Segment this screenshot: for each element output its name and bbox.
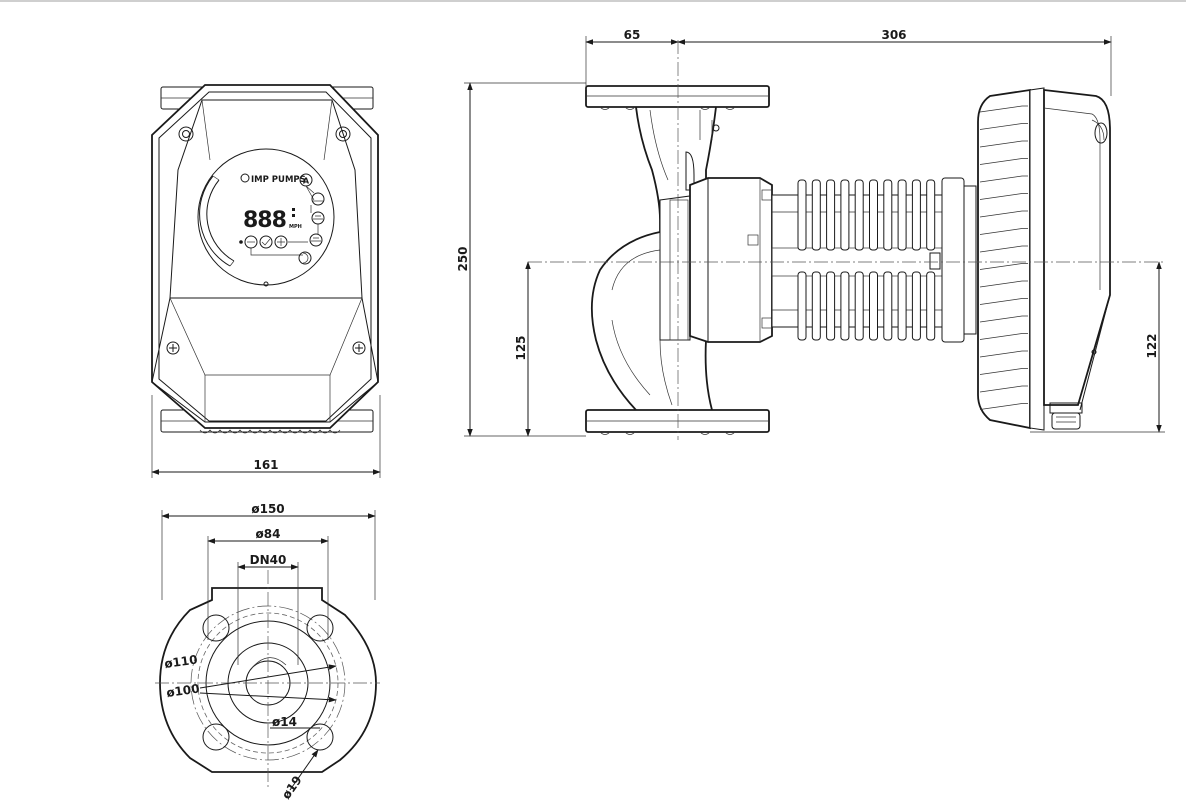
flange-view	[155, 570, 380, 791]
side-view	[528, 40, 1165, 440]
cooling-fin	[797, 179, 807, 251]
cap-rib	[979, 228, 1028, 235]
cooling-fin	[840, 179, 850, 251]
motor-axis-dim-label: 122	[1145, 333, 1159, 358]
cap-rib	[979, 385, 1028, 393]
svg-text:MPH: MPH	[289, 224, 302, 230]
plus-button[interactable]	[274, 235, 288, 249]
height-dim-label: 250	[456, 246, 470, 271]
cooling-fin	[797, 271, 807, 341]
cooling-fin	[926, 179, 936, 251]
cap-rib	[979, 158, 1028, 165]
cap-rib	[979, 123, 1028, 130]
mode-icon-1	[311, 192, 325, 206]
cooling-fin	[926, 271, 936, 341]
cap-rib	[979, 105, 1028, 113]
cooling-fin	[840, 271, 850, 341]
side-dimensions: 65 306 250 125 122	[456, 28, 1165, 437]
cap-rib	[979, 175, 1028, 183]
cooling-fin	[897, 179, 907, 251]
cap-rib	[979, 263, 1028, 270]
cooling-fin	[883, 179, 893, 251]
cooling-fin	[826, 179, 836, 251]
cap-ribs	[979, 105, 1028, 410]
bolt-circle-inner-label: ø100	[165, 681, 200, 699]
cooling-fin	[911, 271, 921, 341]
cap-rib	[979, 350, 1028, 358]
night-mode-icon	[298, 251, 312, 265]
cap-rib	[979, 193, 1028, 200]
cap-rib	[979, 140, 1028, 148]
display-digits: 888	[243, 208, 286, 233]
cap-rib	[979, 368, 1028, 375]
axis-height-dim-label: 125	[514, 335, 528, 360]
cooling-fin	[883, 271, 893, 341]
brand-logo: IMP PUMPS	[240, 173, 306, 185]
cap-rib	[979, 210, 1028, 218]
brand-text: IMP PUMPS	[251, 175, 306, 185]
hole-slot-label: ø19	[279, 773, 305, 801]
cooling-fin	[826, 271, 836, 341]
inner-diameter-label: ø84	[256, 527, 281, 541]
cap-rib	[979, 333, 1028, 340]
cap-rib	[979, 280, 1028, 288]
cooling-fin	[869, 179, 878, 251]
hole-diameter-label: ø14	[272, 715, 297, 729]
front-view: IMP PUMPS 888 MPH A	[151, 84, 379, 434]
cap-rib	[979, 315, 1028, 323]
cooling-fin	[854, 271, 864, 341]
cooling-fin	[811, 179, 821, 251]
mode-icon-3	[309, 233, 323, 247]
width-dim-label: 161	[253, 458, 278, 472]
width-dimension: 161	[151, 395, 381, 478]
cooling-fin	[911, 179, 921, 251]
cooling-fin	[897, 271, 907, 341]
length-dim-label: 306	[881, 28, 906, 42]
cap-rib	[979, 403, 1028, 410]
offset-dim-label: 65	[624, 28, 641, 42]
confirm-button[interactable]	[259, 235, 273, 249]
svg-text:A: A	[303, 177, 310, 186]
flange-dimensions: ø150 ø84 DN40 ø110 ø100 ø14 ø19	[161, 502, 376, 802]
outer-diameter-label: ø150	[251, 502, 284, 516]
cooling-fin	[869, 271, 878, 341]
cooling-fin	[811, 271, 821, 341]
cooling-fins	[797, 179, 936, 341]
bolt-circle-outer-label: ø110	[163, 652, 198, 670]
cap-rib	[979, 245, 1028, 253]
cooling-fin	[854, 179, 864, 251]
cap-rib	[979, 298, 1028, 305]
nominal-size-label: DN40	[250, 553, 287, 567]
